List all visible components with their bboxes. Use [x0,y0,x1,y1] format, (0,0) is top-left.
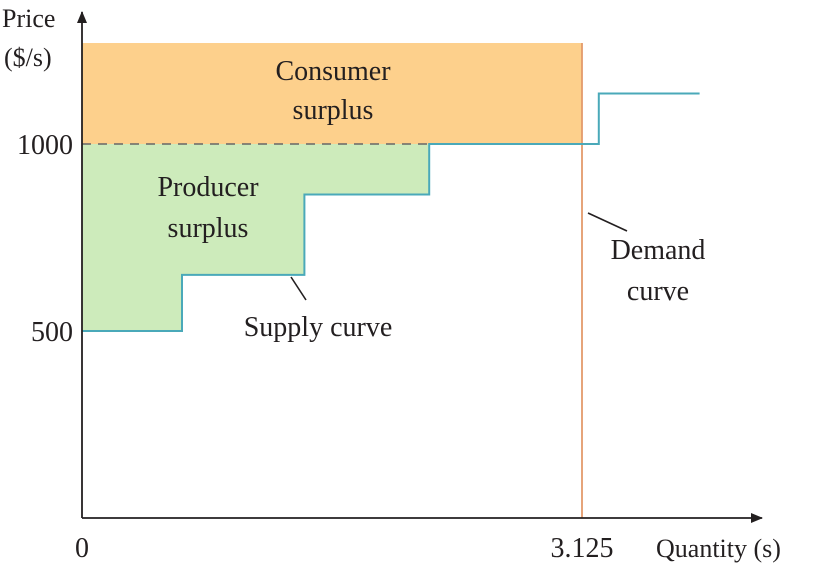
demand-curve-label-line1: Demand [611,235,706,266]
y-tick-label: 1000 [17,130,73,161]
x-axis-label: Quantity (s) [656,534,781,563]
demand-callout-leader [587,212,628,232]
supply-curve-line [82,92,700,332]
producer-surplus-region [82,144,430,331]
y-axis-label-line1: Price [2,4,55,33]
y-axis-label-line2: ($/s) [4,43,52,72]
producer-surplus-label-line2: surplus [168,213,249,244]
consumer-surplus-label-line2: surplus [293,95,374,126]
supply-curve-label: Supply curve [244,312,393,343]
consumer-surplus-label-line1: Consumer [275,56,391,87]
demand-curve-label-line2: curve [627,276,689,307]
y-tick-label: 500 [31,317,73,348]
x-tick-label: 0 [75,533,89,564]
surplus-regions [82,43,582,331]
tick-labels: 0 3.125 500 1000 [17,130,614,564]
x-tick-label: 3.125 [551,533,614,564]
consumer-surplus-region [82,43,582,144]
supply-callout-leader [290,276,307,301]
producer-surplus-label-line1: Producer [157,172,259,203]
chart-lines [82,43,700,518]
